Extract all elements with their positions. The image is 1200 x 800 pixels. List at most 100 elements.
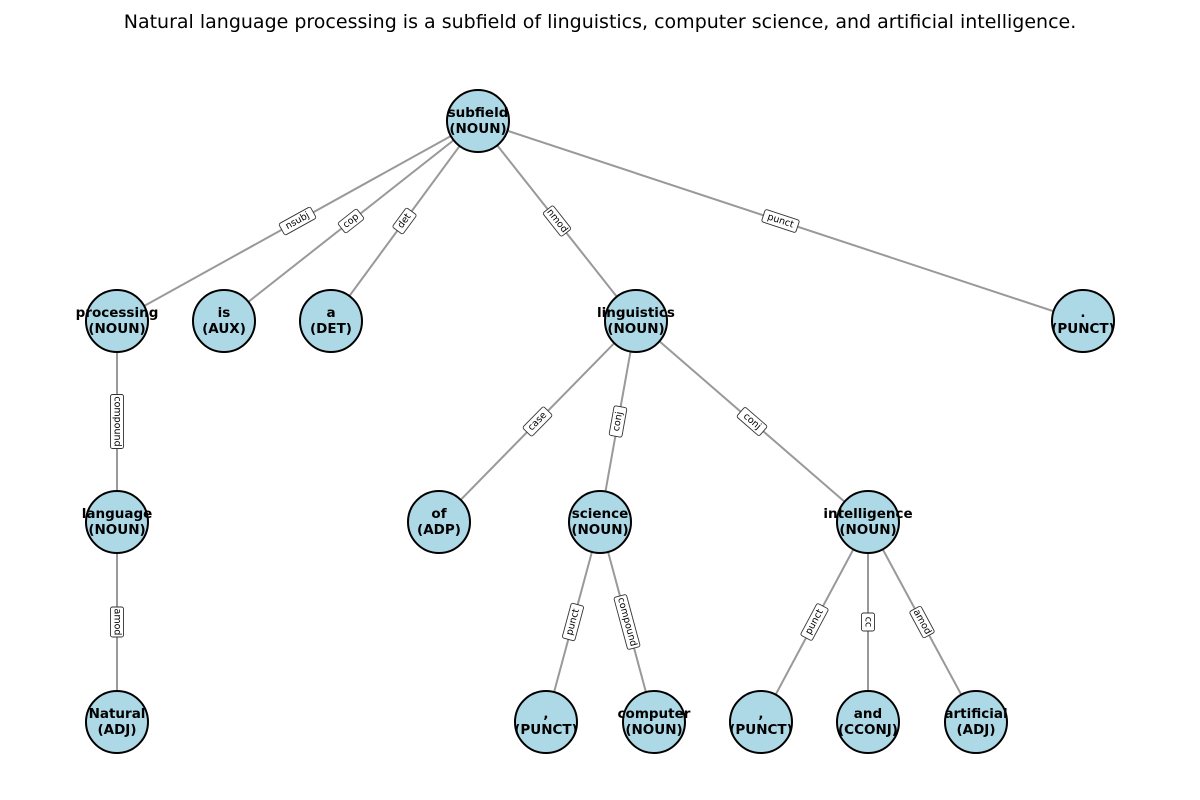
edge-label-box bbox=[110, 394, 124, 449]
node-pos: (DET) bbox=[310, 321, 352, 337]
node-comma1: ,(PUNCT) bbox=[514, 690, 578, 754]
node-pos: (PUNCT) bbox=[514, 722, 578, 738]
node-and: and(CCONJ) bbox=[836, 690, 900, 754]
node-word: science bbox=[572, 506, 629, 522]
node-linguistics: linguistics(NOUN) bbox=[597, 289, 675, 353]
edge-label-box bbox=[562, 602, 584, 642]
edge-label-cop: cop bbox=[337, 208, 365, 234]
edge-label-text: punct bbox=[803, 607, 826, 636]
edge-label-text: cc bbox=[863, 617, 874, 627]
node-artificial: artificial(ADJ) bbox=[944, 690, 1008, 754]
node-circle bbox=[514, 690, 578, 754]
node-pos: (NOUN) bbox=[839, 522, 896, 538]
node-circle bbox=[1051, 289, 1115, 353]
node-circle bbox=[85, 289, 149, 353]
node-word: processing bbox=[76, 305, 159, 321]
node-circle bbox=[944, 690, 1008, 754]
node-pos: (PUNCT) bbox=[729, 722, 793, 738]
node-word: is bbox=[218, 305, 231, 321]
node-circle bbox=[407, 490, 471, 554]
node-pos: (NOUN) bbox=[88, 321, 145, 337]
node-circle bbox=[85, 490, 149, 554]
edge-label-cc: cc bbox=[861, 612, 875, 632]
node-processing: processing(NOUN) bbox=[76, 289, 159, 353]
node-word: and bbox=[854, 706, 882, 722]
node-circle bbox=[622, 690, 686, 754]
edge-label-box bbox=[522, 406, 553, 437]
node-a: a(DET) bbox=[299, 289, 363, 353]
edge-label-compound: compound bbox=[110, 394, 124, 449]
node-pos: (ADJ) bbox=[97, 722, 136, 738]
node-circle bbox=[446, 89, 510, 153]
node-circle bbox=[836, 490, 900, 554]
edge-label-conj: conj bbox=[608, 405, 628, 438]
edge-label-nsubj: nsubj bbox=[278, 206, 317, 236]
node-pos: (NOUN) bbox=[571, 522, 628, 538]
edge-label-conj: conj bbox=[736, 407, 768, 436]
edge-label-amod: amod bbox=[909, 605, 935, 639]
node-pos: (ADJ) bbox=[956, 722, 995, 738]
node-word: subfield bbox=[448, 105, 509, 121]
edge-label-box bbox=[909, 605, 935, 639]
edge-label-box bbox=[278, 206, 317, 236]
node-natural: Natural(ADJ) bbox=[85, 690, 149, 754]
edge-label-text: compound bbox=[615, 596, 639, 647]
node-pos: (AUX) bbox=[202, 321, 246, 337]
edge-label-text: amod bbox=[112, 609, 123, 636]
edges-layer bbox=[116, 120, 1084, 723]
node-pos: (NOUN) bbox=[607, 321, 664, 337]
edge-label-box bbox=[800, 603, 829, 641]
node-word: computer bbox=[618, 706, 691, 722]
node-word: artificial bbox=[944, 706, 1007, 722]
edge-label-box bbox=[110, 606, 124, 638]
edge-label-text: compound bbox=[112, 396, 123, 446]
node-word: . bbox=[1080, 305, 1085, 321]
node-pos: (ADP) bbox=[417, 522, 461, 538]
node-science: science(NOUN) bbox=[568, 490, 632, 554]
node-word: intelligence bbox=[823, 506, 912, 522]
node-circle bbox=[568, 490, 632, 554]
node-word: a bbox=[326, 305, 335, 321]
edge-label-punct: punct bbox=[800, 603, 829, 641]
node-pos: (PUNCT) bbox=[1051, 321, 1115, 337]
node-word: linguistics bbox=[597, 305, 675, 321]
node-circle bbox=[836, 690, 900, 754]
node-intelligence: intelligence(NOUN) bbox=[823, 490, 913, 554]
edge-label-box bbox=[861, 612, 875, 632]
edge-label-box bbox=[613, 594, 641, 650]
edge-label-amod: amod bbox=[110, 606, 124, 638]
node-period: .(PUNCT) bbox=[1051, 289, 1115, 353]
diagram-title: Natural language processing is a subfiel… bbox=[123, 11, 1077, 33]
node-circle bbox=[85, 690, 149, 754]
node-language: language(NOUN) bbox=[82, 490, 153, 554]
node-of: of(ADP) bbox=[407, 490, 471, 554]
node-word: , bbox=[758, 706, 763, 722]
node-pos: (CCONJ) bbox=[838, 722, 898, 738]
edge-label-compound: compound bbox=[613, 594, 641, 650]
edge-label-box bbox=[736, 407, 768, 436]
nodes-layer: subfield(NOUN)processing(NOUN)is(AUX)a(D… bbox=[76, 89, 1115, 754]
node-word: of bbox=[431, 506, 446, 522]
node-subfield: subfield(NOUN) bbox=[446, 89, 510, 153]
node-circle bbox=[192, 289, 256, 353]
node-pos: (NOUN) bbox=[449, 121, 506, 137]
edge-label-punct: punct bbox=[562, 602, 584, 642]
node-circle bbox=[604, 289, 668, 353]
node-computer: computer(NOUN) bbox=[618, 690, 691, 754]
node-is: is(AUX) bbox=[192, 289, 256, 353]
node-circle bbox=[729, 690, 793, 754]
edge-label-box bbox=[608, 405, 628, 438]
node-comma2: ,(PUNCT) bbox=[729, 690, 793, 754]
edge-label-box bbox=[337, 208, 365, 234]
edge-label-text: conj bbox=[611, 411, 625, 432]
edge-label-box bbox=[761, 209, 800, 233]
node-word: Natural bbox=[89, 706, 146, 722]
node-word: language bbox=[82, 506, 153, 522]
node-circle bbox=[299, 289, 363, 353]
edge-label-box bbox=[542, 205, 572, 237]
node-pos: (NOUN) bbox=[88, 522, 145, 538]
node-word: , bbox=[543, 706, 548, 722]
edge-label-nmod: nmod bbox=[542, 205, 572, 237]
